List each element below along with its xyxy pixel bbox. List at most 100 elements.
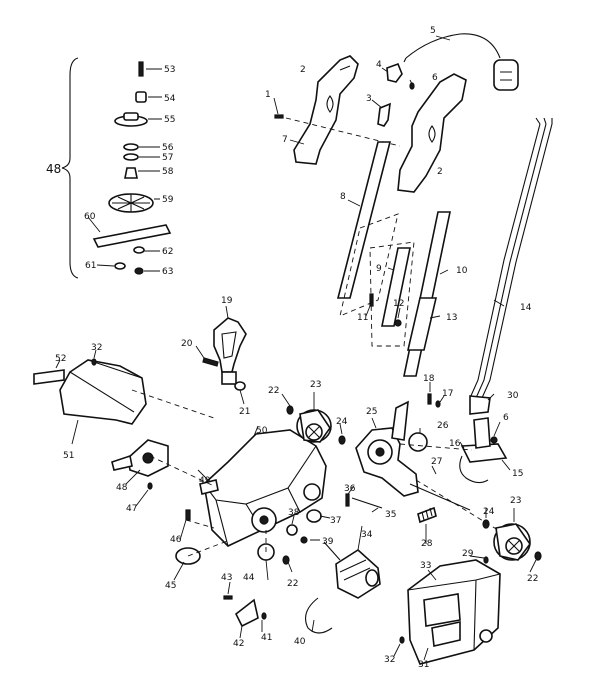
- callout-1: 1: [265, 90, 271, 100]
- callout-6-bottom: 6: [503, 413, 509, 423]
- callout-19: 19: [221, 296, 233, 306]
- label-52: [33, 369, 65, 385]
- blade-assembly-group: [61, 57, 172, 279]
- shaft-leader-lines: [347, 199, 449, 319]
- rod-35: [351, 497, 383, 509]
- handle-half-left-detail: [326, 65, 351, 113]
- nut-12: [394, 319, 402, 327]
- lower-shaft-10: [403, 211, 451, 377]
- callout-44: 44: [243, 573, 255, 583]
- callout-28: 28: [421, 539, 433, 549]
- motor-cover-31-panel: [423, 593, 461, 627]
- callout-32-top: 32: [91, 343, 102, 353]
- cord-14-wire-b: [475, 123, 547, 399]
- callout-25: 25: [366, 407, 377, 417]
- guard-51-edges: [69, 359, 143, 413]
- bolt-53: [138, 61, 144, 77]
- plug-5-prongs: [500, 71, 512, 81]
- callout-22-mid: 22: [287, 579, 298, 589]
- callout-12: 12: [393, 299, 404, 309]
- callout-62: 62: [162, 247, 173, 257]
- gear-housing-50: [203, 429, 327, 547]
- callout-15: 15: [512, 469, 523, 479]
- nut-61: [114, 262, 126, 270]
- washer-39: [300, 536, 308, 544]
- knob-26: [408, 432, 428, 452]
- cord-14-wire-c: [481, 123, 553, 399]
- callout-61: 61: [85, 261, 96, 271]
- wheel-leader-lines: [281, 382, 537, 573]
- callout-32-bottom: 32: [384, 655, 395, 665]
- housing-group: [111, 425, 355, 581]
- callout-29: 29: [462, 549, 474, 559]
- wheel-dash-lines: [399, 443, 499, 531]
- callout-37: 37: [330, 516, 341, 526]
- washer-57: [123, 153, 139, 161]
- wheel-bracket-25-axle: [375, 447, 385, 457]
- shaft-sleeve-13: [406, 297, 438, 351]
- middle-shaft-9: [381, 247, 411, 327]
- callout-11: 11: [357, 313, 368, 323]
- housing-leader-lines: [125, 425, 355, 581]
- cap-24-left: [338, 435, 346, 445]
- blade-tip-42: [234, 598, 259, 628]
- callout-52: 52: [55, 354, 66, 364]
- callout-48-assembly: 48: [46, 162, 61, 176]
- cap-22-right: [534, 551, 542, 561]
- callout-30: 30: [507, 391, 519, 401]
- spacer-54: [135, 91, 147, 103]
- axle-27: [409, 483, 471, 511]
- lead-40: [305, 597, 333, 634]
- bolt-46: [185, 509, 191, 521]
- tip-group: [223, 581, 267, 639]
- callout-7: 7: [282, 135, 288, 145]
- cap-22-left: [286, 405, 294, 415]
- callout-54: 54: [164, 94, 176, 104]
- cap-22-motor: [282, 555, 290, 565]
- motor-34-band: [339, 559, 371, 581]
- motor-cover-31-screw-boss: [479, 629, 493, 643]
- trigger-3: [377, 102, 391, 127]
- washer-62: [133, 246, 145, 254]
- tip-leader-lines: [227, 581, 263, 639]
- handle-leader-lines: [273, 35, 451, 145]
- spring-28-coils: [421, 507, 433, 521]
- washer-38: [286, 524, 298, 536]
- hub-55-top: [123, 112, 139, 121]
- assembly-leader-lines: [87, 68, 162, 272]
- callout-labels: 1 2 2 3 4 5 6 6 7 8 9 10 11 12 13 14 15 …: [46, 26, 538, 670]
- cord-14-wire-a: [469, 123, 541, 399]
- housing-bearing: [303, 483, 321, 501]
- blade-60: [92, 224, 172, 248]
- screw-36: [345, 493, 350, 507]
- callout-36: 36: [344, 484, 356, 494]
- callout-22-right: 22: [527, 574, 538, 584]
- shaft-dash-box-2: [369, 241, 415, 347]
- callout-40: 40: [294, 637, 306, 647]
- callout-8: 8: [340, 192, 346, 202]
- wheel-23-left-spokes: [307, 425, 321, 439]
- screw-29: [483, 556, 489, 564]
- screw-43: [223, 595, 233, 600]
- motor-leader-lines: [287, 525, 363, 633]
- callout-23-left: 23: [310, 380, 321, 390]
- callout-9: 9: [376, 264, 382, 274]
- screw-47: [147, 482, 153, 490]
- callout-20: 20: [181, 339, 193, 349]
- callout-5: 5: [430, 26, 436, 36]
- bracket-30: [469, 395, 491, 415]
- callout-56: 56: [162, 143, 174, 153]
- guard-dash: [131, 389, 215, 419]
- cord-14-tips: [535, 117, 553, 125]
- callout-4: 4: [376, 60, 382, 70]
- handle-dash-1: [285, 117, 401, 147]
- label-49: [199, 479, 219, 495]
- assist-handle-19-opening: [221, 331, 237, 359]
- power-cord-5-end: [403, 57, 407, 63]
- callout-55: 55: [164, 115, 175, 125]
- blade-holder-48-tab: [111, 454, 133, 471]
- handle-half-right: [397, 73, 467, 193]
- callout-51: 51: [63, 451, 74, 461]
- housing-gear-axle: [259, 515, 269, 525]
- screw-17: [435, 400, 441, 408]
